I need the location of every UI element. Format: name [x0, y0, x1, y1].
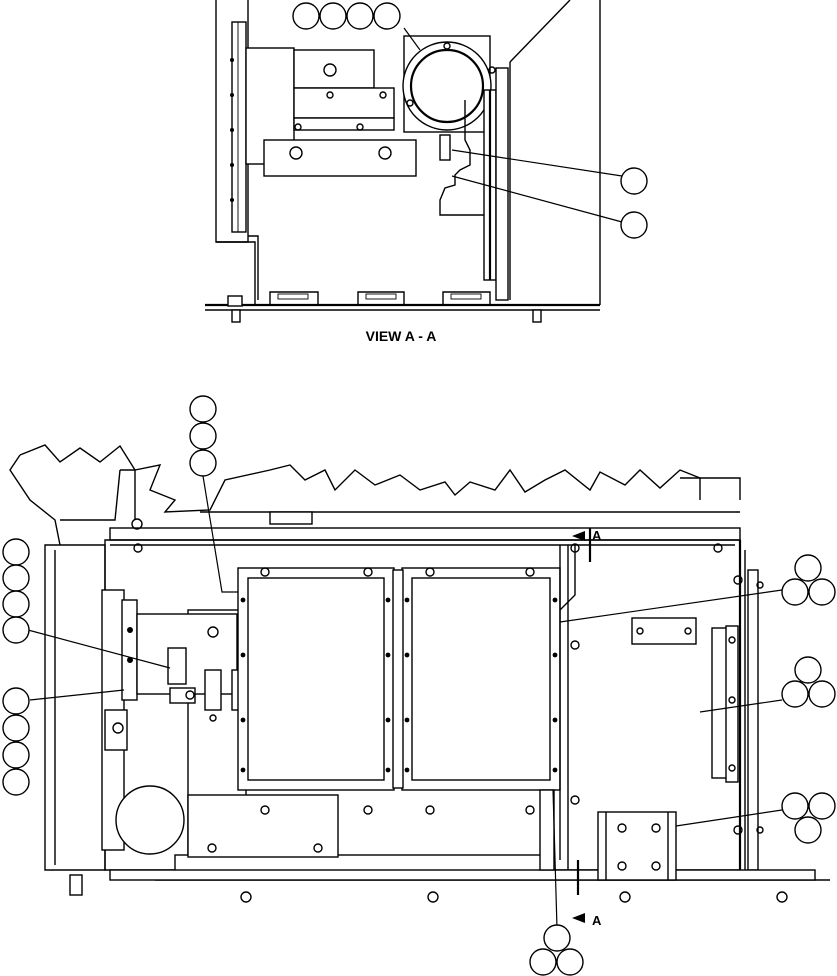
callout-balloon [556, 948, 584, 976]
view-label: VIEW A - A [366, 328, 437, 344]
callout-balloon [620, 167, 648, 195]
callout-balloon [543, 924, 571, 952]
callout-balloon [2, 538, 30, 566]
section-marker-bottom: A [592, 913, 602, 928]
callout-balloon [794, 816, 822, 844]
callout-balloon [2, 741, 30, 769]
callout-balloon [781, 680, 809, 708]
callout-balloon [189, 449, 217, 477]
callout-balloon [781, 578, 809, 606]
callout-balloon [2, 687, 30, 715]
callout-balloon [189, 422, 217, 450]
callout-balloon [794, 554, 822, 582]
main-view: A A [2, 395, 836, 976]
callout-balloon [529, 948, 557, 976]
callout-balloon [2, 564, 30, 592]
callout-balloon [319, 2, 347, 30]
callout-balloon [346, 2, 374, 30]
callout-balloon [2, 590, 30, 618]
callout-balloon [808, 680, 836, 708]
callout-balloon [373, 2, 401, 30]
callout-balloon [189, 395, 217, 423]
callout-balloon [794, 656, 822, 684]
callout-balloon [2, 616, 30, 644]
section-marker-top: A [592, 528, 602, 543]
view-a-a: VIEW A - A [205, 0, 648, 344]
callout-balloon [808, 578, 836, 606]
callout-balloon [620, 211, 648, 239]
callout-balloon [2, 768, 30, 796]
callout-balloon [781, 792, 809, 820]
callout-balloon [808, 792, 836, 820]
callout-balloon [2, 714, 30, 742]
callout-balloon [292, 2, 320, 30]
